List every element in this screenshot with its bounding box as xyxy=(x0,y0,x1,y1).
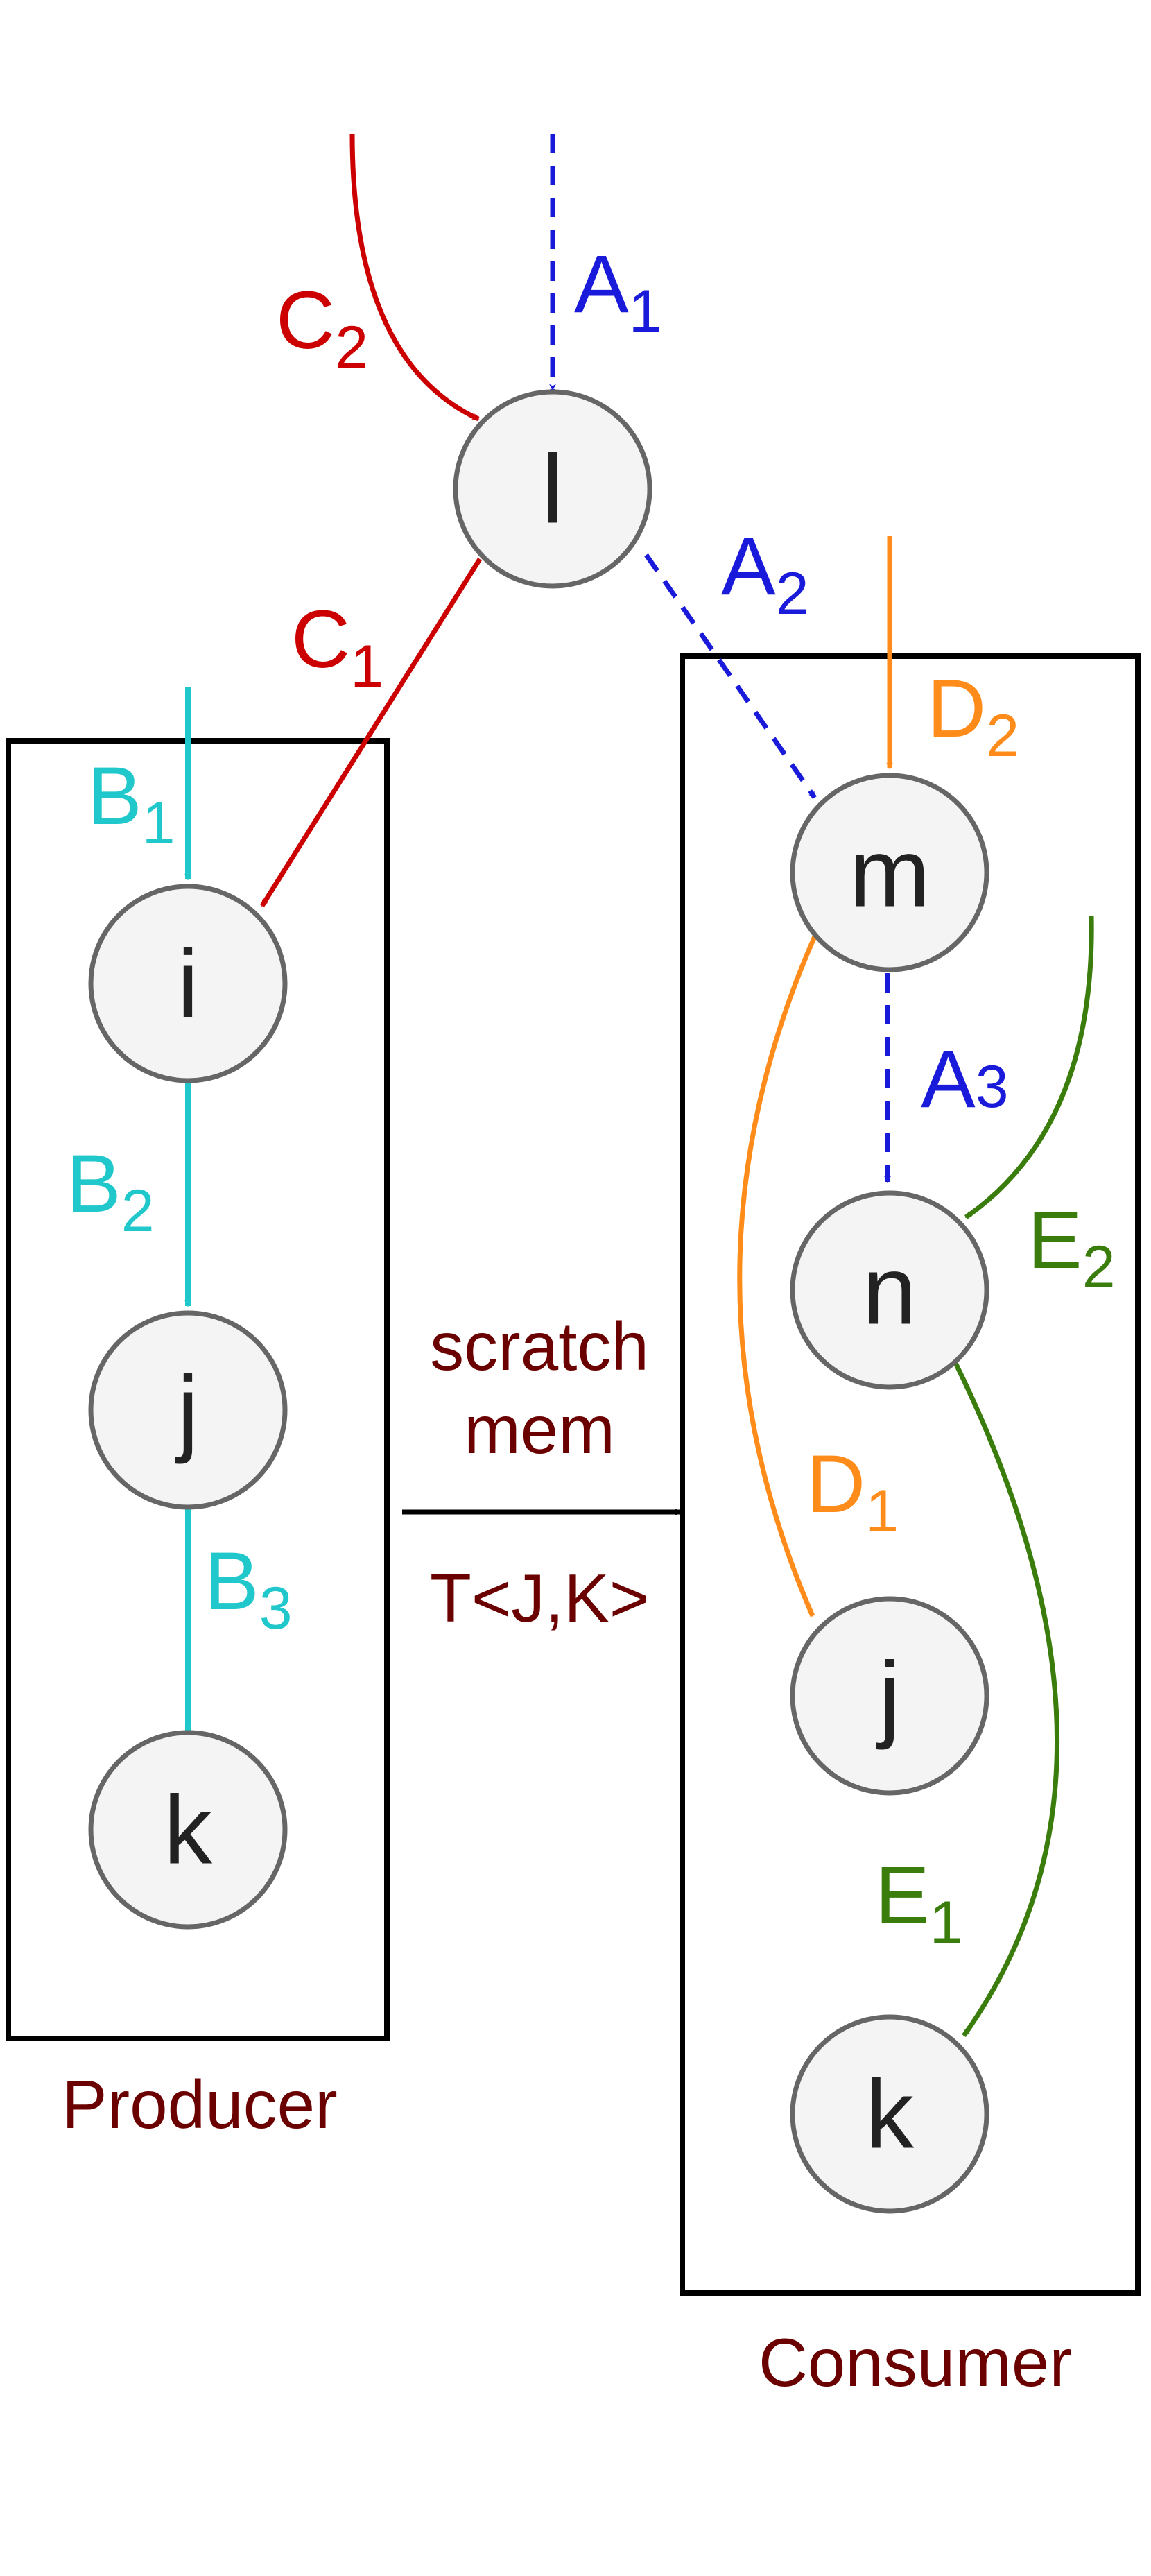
node-n: n xyxy=(790,1190,989,1390)
consumer-box xyxy=(680,653,1141,2296)
consumer-caption: Consumer xyxy=(759,2324,1072,2401)
svg-text:n: n xyxy=(863,1236,917,1345)
transfer-label-line1: scratch xyxy=(430,1308,649,1384)
label-e2: E2 xyxy=(1028,1194,1116,1300)
node-i: i xyxy=(88,884,288,1083)
svg-text:l: l xyxy=(542,435,563,544)
edge-a2 xyxy=(644,553,817,799)
label-b3: B3 xyxy=(205,1536,293,1642)
transfer-type-label: T<J,K> xyxy=(430,1560,649,1636)
node-m: m xyxy=(790,773,989,972)
label-c1: C1 xyxy=(291,594,383,700)
svg-text:m: m xyxy=(849,818,931,927)
transfer-label-line2: mem xyxy=(464,1391,615,1468)
svg-text:i: i xyxy=(177,929,198,1038)
label-b1: B1 xyxy=(87,750,175,857)
svg-text:j: j xyxy=(876,1642,900,1751)
label-a2: A2 xyxy=(721,521,809,627)
producer-box xyxy=(6,738,390,2041)
svg-text:j: j xyxy=(174,1356,198,1465)
edge-e1 xyxy=(953,1362,1060,2038)
edge-c2 xyxy=(349,133,480,422)
label-a3: A3 xyxy=(921,1033,1009,1125)
svg-text:k: k xyxy=(164,1776,213,1884)
label-d2: D2 xyxy=(927,663,1019,769)
node-j-consumer: j xyxy=(790,1596,989,1796)
label-a1: A1 xyxy=(574,239,662,345)
svg-text:k: k xyxy=(865,2060,915,2169)
node-j-producer: j xyxy=(88,1310,288,1510)
label-e1: E1 xyxy=(875,1850,963,1956)
node-k-producer: k xyxy=(88,1730,288,1930)
label-c2: C2 xyxy=(276,275,368,381)
label-b2: B2 xyxy=(67,1138,155,1244)
node-l: l xyxy=(453,389,652,589)
edge-c1 xyxy=(260,558,482,907)
edge-d1 xyxy=(737,935,817,1617)
node-k-consumer: k xyxy=(790,2014,989,2214)
label-d1: D1 xyxy=(806,1439,899,1545)
edge-e2 xyxy=(964,915,1094,1219)
producer-caption: Producer xyxy=(62,2066,338,2143)
